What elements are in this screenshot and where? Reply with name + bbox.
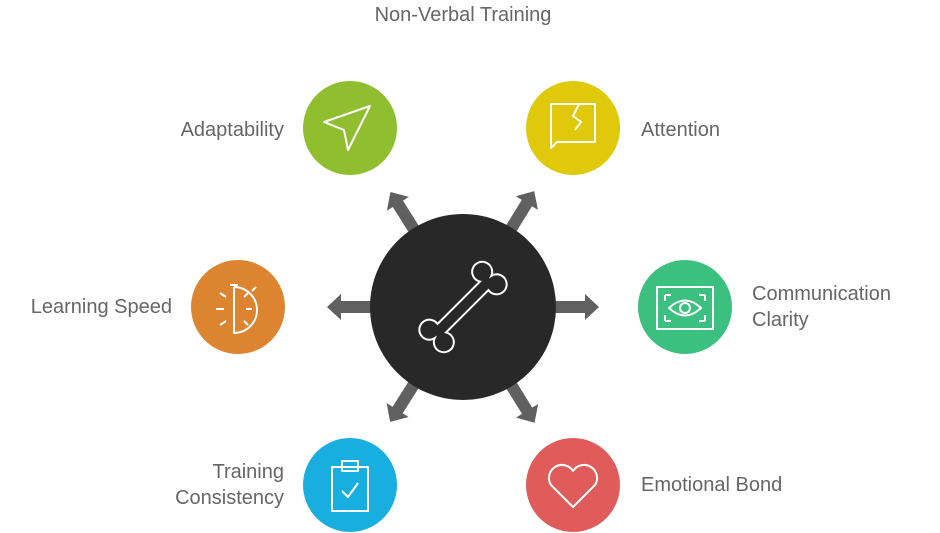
label-line: Communication — [752, 283, 891, 305]
clipboard-check-icon — [331, 460, 369, 512]
label-communication-clarity: Communication Clarity — [752, 281, 891, 333]
heart-icon — [548, 464, 598, 508]
node-adaptability — [303, 81, 397, 175]
label-adaptability: Adaptability — [180, 119, 284, 141]
node-circle — [526, 438, 620, 532]
label-attention: Attention — [641, 119, 720, 141]
label-training-consistency: Training Consistency — [175, 459, 284, 511]
label-line: Consistency — [175, 487, 284, 509]
arrow-to-communication-clarity — [553, 294, 599, 320]
broken-chat-icon — [550, 103, 596, 149]
node-circle — [191, 260, 285, 354]
arrow-to-attention — [505, 191, 538, 234]
node-circle — [303, 81, 397, 175]
label-line: Clarity — [752, 309, 809, 331]
eye-scan-icon — [656, 286, 714, 330]
node-circle — [638, 260, 732, 354]
arrow-to-emotional-bond — [505, 380, 539, 423]
arrow-to-training-consistency — [386, 379, 420, 422]
node-attention — [526, 81, 620, 175]
node-learning-speed — [191, 260, 285, 354]
arrows — [327, 191, 599, 423]
center-circle — [370, 214, 556, 400]
arrow-to-adaptability — [386, 191, 421, 235]
node-emotional-bond — [526, 438, 620, 532]
diagram-title: Non-Verbal Training — [374, 4, 552, 26]
navigation-arrow-icon — [323, 105, 371, 151]
label-learning-speed: Learning Speed — [30, 296, 172, 318]
label-emotional-bond: Emotional Bond — [641, 474, 783, 496]
node-circle — [526, 81, 620, 175]
bone-icon — [418, 260, 508, 354]
stopwatch-icon — [216, 284, 258, 334]
node-communication-clarity — [638, 260, 732, 354]
arrow-to-learning-speed — [327, 294, 373, 320]
node-training-consistency — [303, 438, 397, 532]
node-circle — [303, 438, 397, 532]
label-line: Training — [212, 461, 284, 483]
